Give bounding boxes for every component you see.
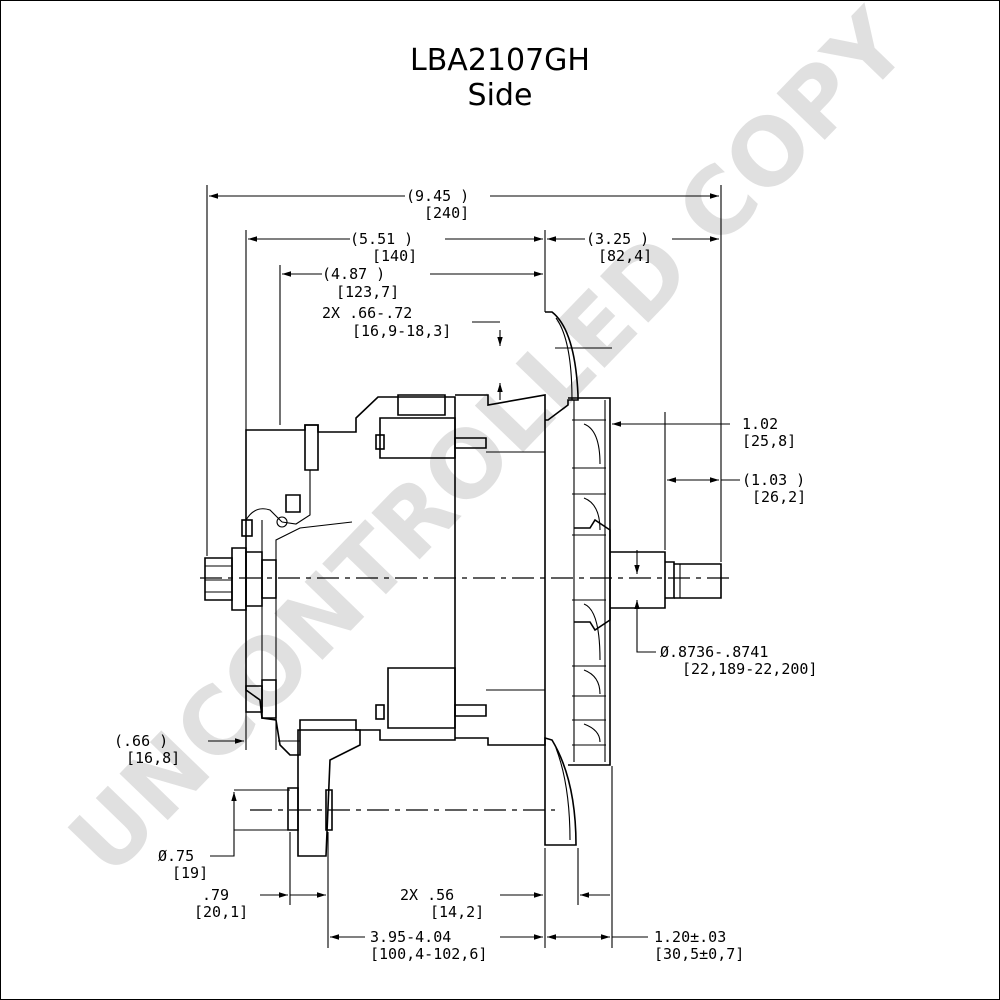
drawing-title: LBA2107GH Side	[0, 43, 1000, 113]
dim-slot-width-inch: 2X .66-.72	[322, 304, 412, 322]
dim-rear-to-mount-mm: [140]	[372, 247, 417, 265]
dim-terminal-offset-mm: [16,8]	[126, 749, 180, 767]
dim-foot-span-inch: 3.95-4.04	[370, 928, 451, 946]
dim-mount-to-shaft-inch: (3.25 )	[586, 230, 649, 248]
dim-slot-width-mm: [16,9-18,3]	[352, 322, 451, 340]
alternator-body	[204, 311, 722, 857]
dim-ear-width-inch: 2X .56	[400, 886, 454, 904]
dim-fan-to-shaft-mm: [25,8]	[742, 432, 796, 450]
extension-lines	[206, 185, 722, 948]
part-number: LBA2107GH	[410, 43, 590, 78]
dim-ear-width-mm: [14,2]	[430, 903, 484, 921]
dim-bolt-hole-inch: Ø.75	[158, 847, 194, 865]
center-lines	[200, 347, 735, 811]
dimension-lines	[208, 193, 740, 940]
watermark: UNCONTROLLED COPY	[49, 0, 929, 895]
dim-foot-width-inch: .79	[202, 886, 229, 904]
view-label: Side	[467, 77, 533, 113]
dim-shaft-diameter-inch: Ø.8736-.8741	[660, 643, 768, 661]
dimension-labels: (9.45 ) [240] (5.51 ) [140] (3.25 ) [82,…	[114, 187, 817, 963]
dim-foot-width-mm: [20,1]	[194, 903, 248, 921]
dim-shaft-length-inch: (1.03 )	[742, 471, 805, 489]
dim-shaft-length-mm: [26,2]	[752, 488, 806, 506]
dim-pulley-offset-mm: [30,5±0,7]	[654, 945, 744, 963]
dim-terminal-offset-inch: (.66 )	[114, 732, 168, 750]
dim-bolt-hole-mm: [19]	[172, 864, 208, 882]
dim-shaft-diameter-mm: [22,189-22,200]	[682, 660, 817, 678]
dim-pulley-offset-inch: 1.20±.03	[654, 928, 726, 946]
dim-housing-depth-inch: (4.87 )	[322, 265, 385, 283]
dim-rear-to-mount-inch: (5.51 )	[350, 230, 413, 248]
dim-housing-depth-mm: [123,7]	[336, 283, 399, 301]
dim-fan-to-shaft-inch: 1.02	[742, 415, 778, 433]
dim-mount-to-shaft-mm: [82,4]	[598, 247, 652, 265]
dim-overall-inch: (9.45 )	[406, 187, 469, 205]
dim-foot-span-mm: [100,4-102,6]	[370, 945, 487, 963]
dim-overall-mm: [240]	[424, 204, 469, 222]
